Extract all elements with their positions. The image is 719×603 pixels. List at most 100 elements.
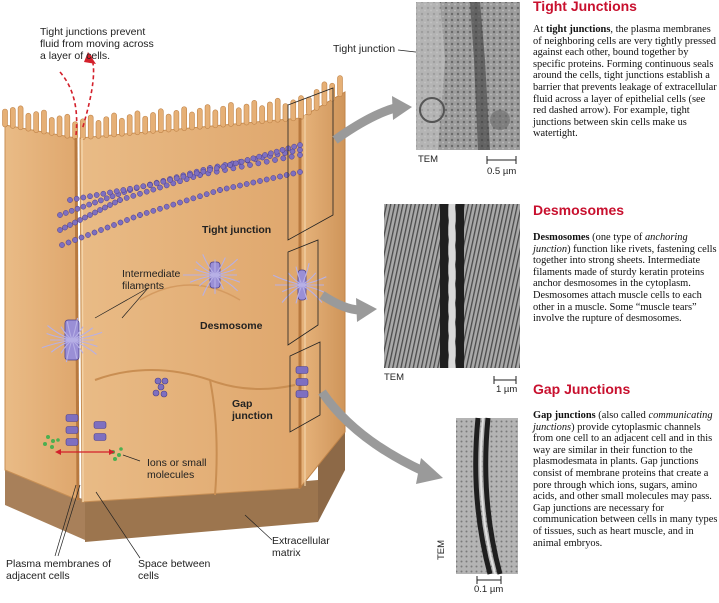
tj-protein-bead (283, 172, 290, 178)
tj-protein-bead (104, 224, 111, 231)
tj-protein-bead (80, 203, 87, 210)
desmo-body: ) function like rivets, fastening cells … (533, 243, 717, 325)
tj-protein-bead (62, 224, 68, 231)
gap-channel (65, 438, 79, 446)
gap-junctions-title: Gap Junctions (533, 381, 631, 397)
tj-protein-bead (200, 168, 207, 175)
tj-protein-bead (262, 152, 268, 158)
tj-protein-bead (270, 175, 277, 181)
tj-protein-bead (227, 162, 233, 168)
tj-protein-bead (256, 153, 263, 160)
intermediate-filament (71, 339, 84, 354)
callout-box-desmosome (287, 239, 319, 346)
gap-cluster-middle (152, 377, 169, 398)
ions-left (43, 435, 60, 449)
tj-protein-bead (92, 209, 98, 216)
intermediate-filament (295, 284, 303, 304)
intermediate-filament (214, 274, 224, 290)
tj-protein-bead (263, 176, 270, 183)
desmo-italic: anchoring junction (533, 232, 688, 255)
tem2-caption: TEM (384, 372, 405, 383)
intermediate-filament (214, 274, 239, 292)
intermediate-filament (301, 284, 323, 303)
tj-protein-bead (272, 157, 278, 163)
tj-protein-bead (62, 210, 69, 216)
tj-protein-bead (80, 194, 87, 201)
tj-protein-bead (112, 199, 118, 206)
tj-protein-bead (74, 205, 81, 212)
microvillus (243, 103, 250, 126)
tj-protein-bead (143, 210, 150, 216)
gap-channel (93, 433, 107, 441)
tj-protein-bead (217, 187, 223, 193)
tj-protein-bead (288, 153, 295, 160)
microvillus (103, 116, 110, 138)
microvillus (259, 105, 265, 124)
tj-protein-bead (130, 192, 137, 199)
intermediate-filament (41, 339, 73, 349)
tj-protein-bead (243, 181, 250, 187)
tj-protein-bead (203, 191, 210, 198)
intermediate-filament (214, 268, 236, 276)
tj-protein-bead (213, 165, 220, 172)
gap-channel (93, 421, 107, 429)
tj-protein-bead (140, 183, 147, 190)
microvillus (267, 101, 273, 124)
tj-protein-bead (257, 178, 263, 184)
intermediate-filament (301, 276, 327, 286)
tj-protein-bead (160, 178, 167, 185)
tj-protein-bead (193, 170, 200, 177)
tj-protein-bead (57, 212, 63, 218)
tj-protein-bead (157, 184, 163, 191)
tj-protein-bead (163, 182, 170, 189)
tj-protein-bead (97, 207, 103, 213)
tj-protein-bead (250, 179, 257, 186)
tj-protein-bead (153, 180, 160, 187)
tj-protein-bead (82, 214, 88, 221)
microvillus (134, 110, 141, 136)
tj-protein-bead (107, 202, 113, 208)
microvillus (220, 105, 226, 128)
tj-protein-bead (117, 219, 124, 226)
tem-micrograph-desmosome (384, 204, 520, 368)
microvillus (2, 108, 8, 128)
microvillus (48, 117, 55, 136)
label-plasma-membranes: Plasma membranes of adjacent cells (6, 558, 112, 582)
tj-protein-bead (280, 155, 287, 162)
tj-protein-bead (157, 205, 163, 212)
label-space-between: Space between cells (138, 558, 211, 582)
desmo-pre: (one type of (589, 232, 645, 243)
tight-junctions-title: Tight Junctions (533, 0, 637, 14)
cell-side-face (299, 91, 346, 490)
microvillus (274, 97, 281, 123)
intermediate-filament (71, 331, 103, 341)
microvillus (111, 112, 117, 138)
tight-junction-strands (57, 142, 303, 248)
intermediate-filament (195, 261, 216, 276)
tj-protein-bead (137, 190, 143, 197)
tj-protein-bead (290, 170, 297, 177)
desmosomes-title: Desmosomes (533, 202, 625, 218)
tj-protein-bead (220, 163, 227, 170)
intermediate-filament (281, 284, 303, 303)
gap-italic: communicating junctions (533, 410, 713, 433)
microvillus (282, 103, 289, 122)
intermediate-filament (65, 339, 73, 363)
intermediate-filament (46, 333, 73, 341)
tj-protein-bead (167, 177, 173, 183)
tj-protein-bead (87, 212, 93, 218)
desmo-term: Desmosomes (533, 232, 590, 243)
tj-protein-bead (102, 204, 108, 211)
tj-protein-bead (150, 186, 157, 193)
intermediate-filament (202, 274, 216, 296)
intermediate-filament (71, 339, 98, 347)
tj-protein-bead (183, 197, 190, 204)
microvillus (235, 107, 242, 127)
tj-protein-bead (65, 239, 72, 246)
tj-protein-bead (143, 188, 150, 195)
microvillus (150, 112, 156, 134)
label-intermediate-filaments: Intermediate filaments (122, 268, 181, 292)
tj-protein-bead (111, 222, 117, 228)
intermediate-filament (214, 258, 239, 276)
microvillus (126, 114, 133, 136)
